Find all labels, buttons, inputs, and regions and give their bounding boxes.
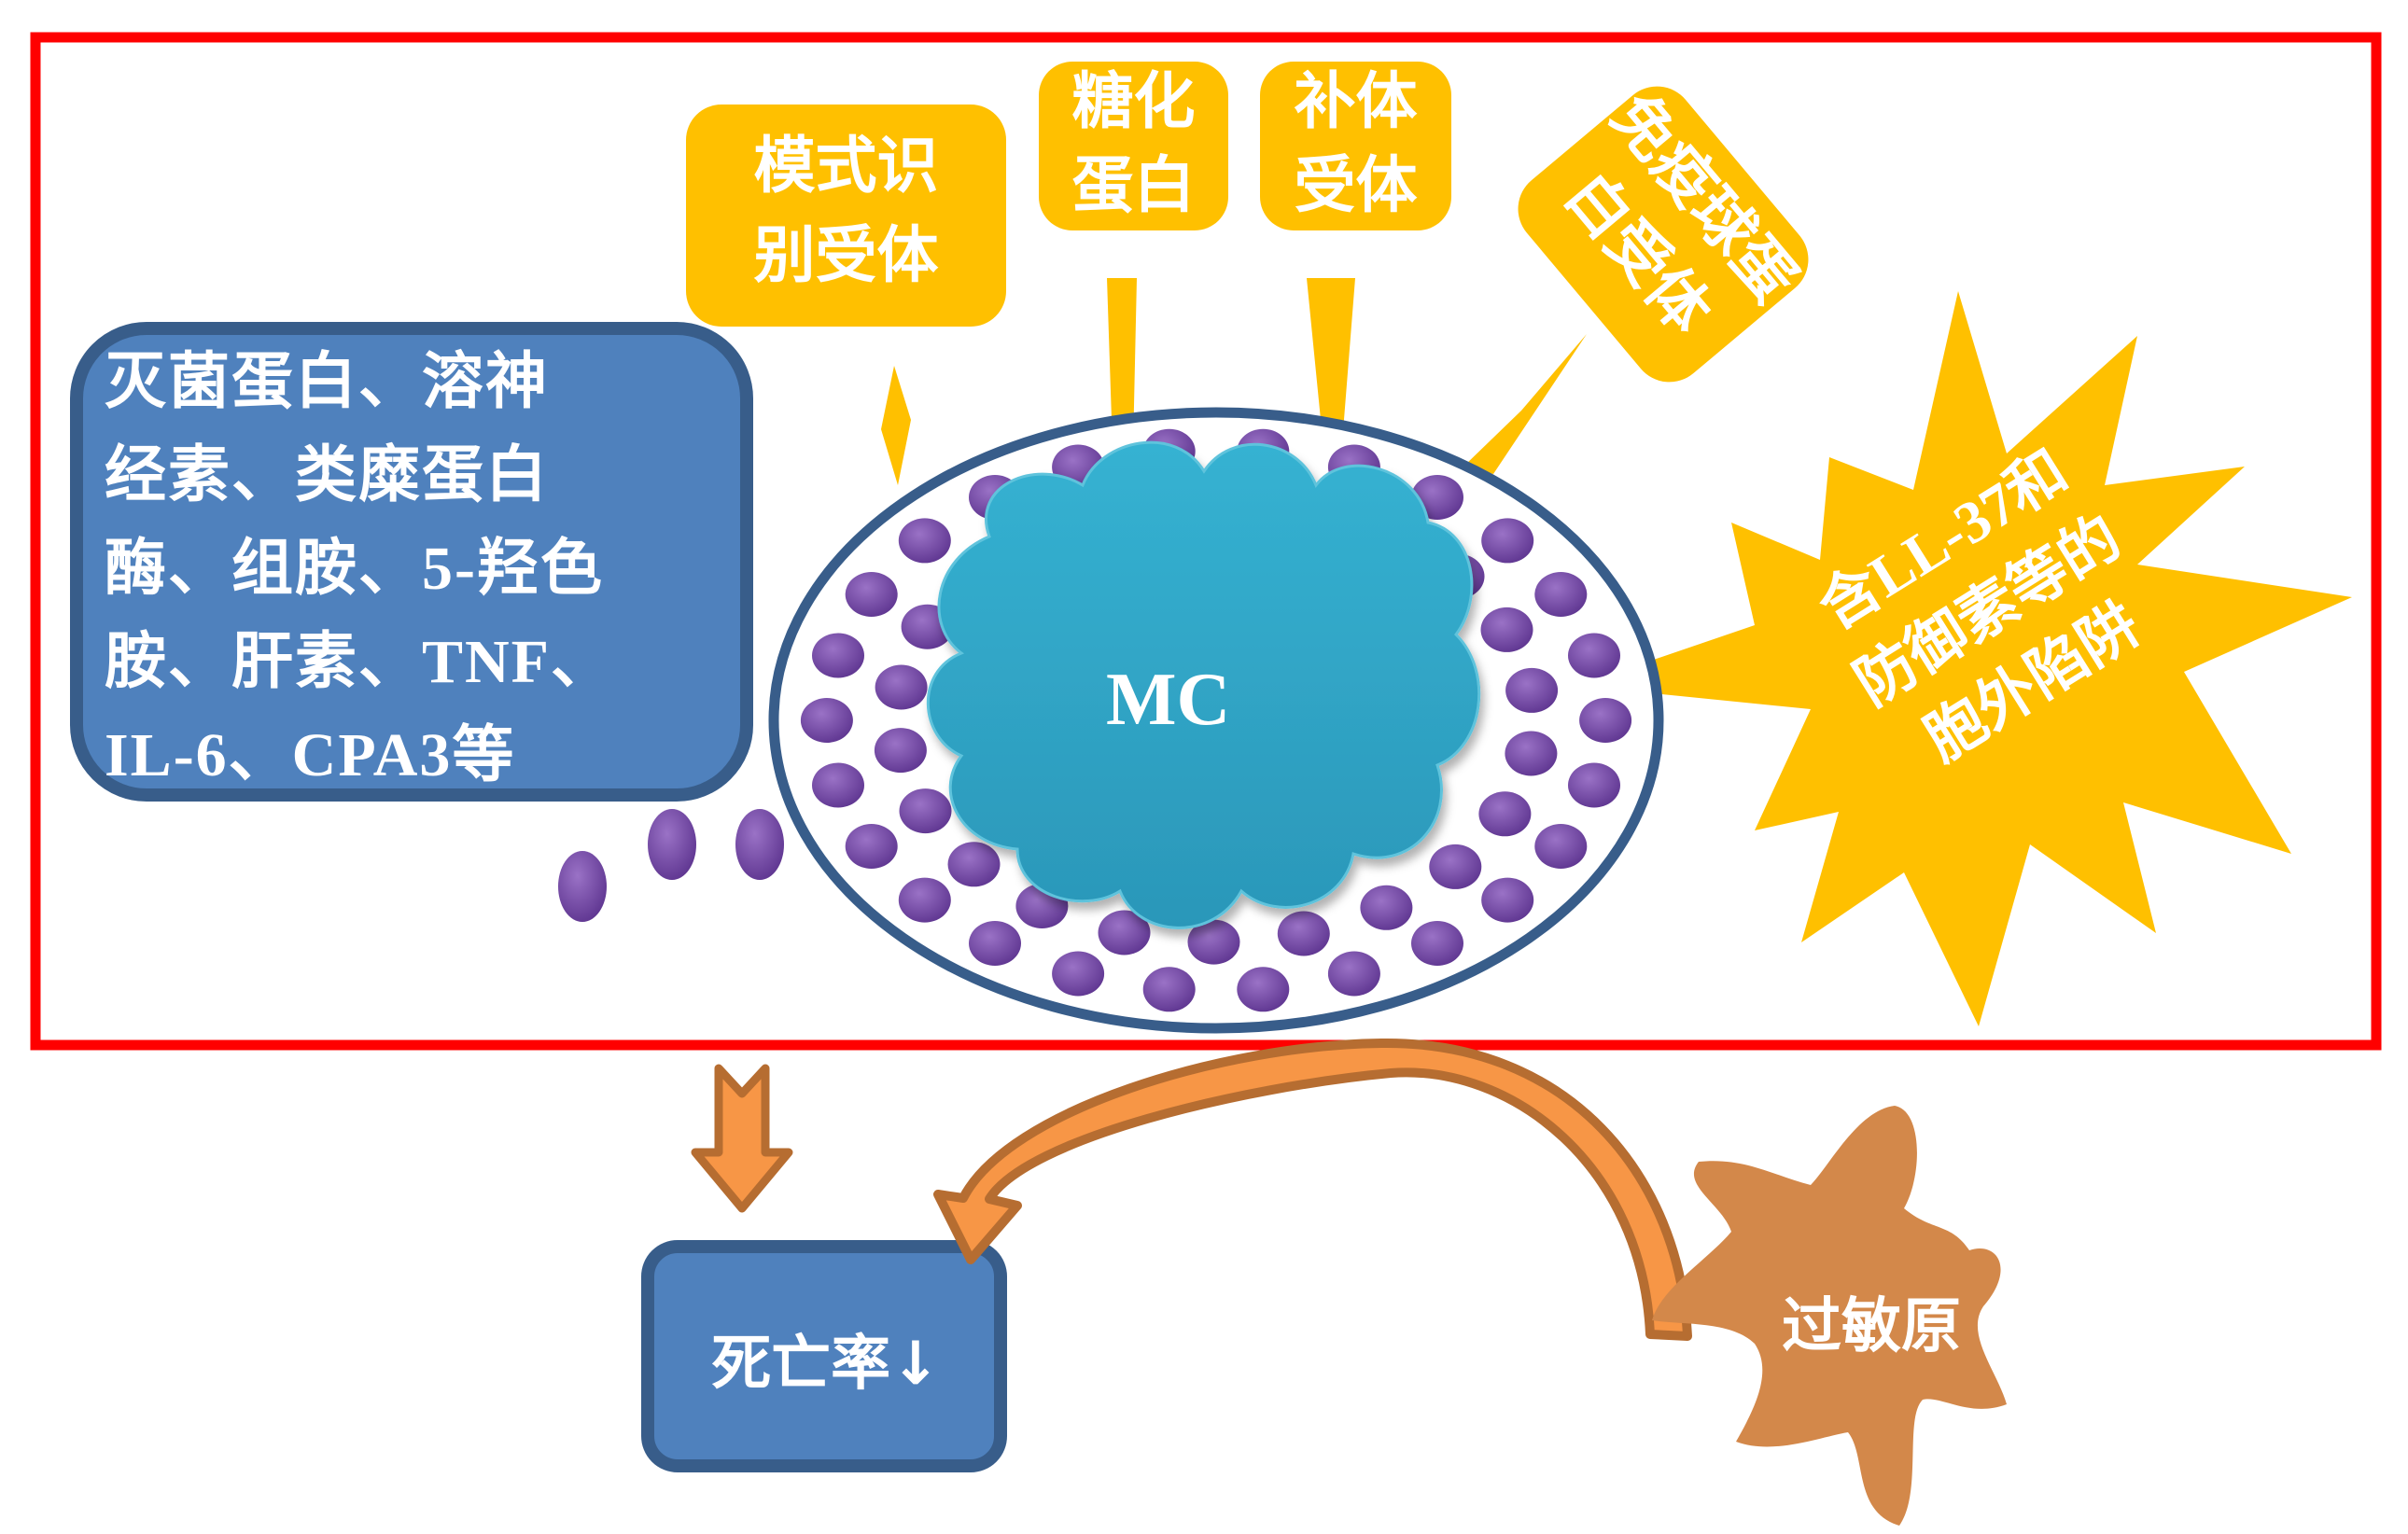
granule (1568, 633, 1620, 678)
receptor-pointer-4 (1463, 334, 1587, 474)
mediators-line: IL-6、CPA3等 (105, 721, 516, 789)
complement-receptor-label: 补体 受体 (1260, 60, 1451, 228)
granule (947, 842, 1001, 887)
granule (1187, 919, 1240, 965)
receptor-pointer-3 (1307, 278, 1355, 467)
granule (1237, 967, 1290, 1012)
label-line: 糖化 (1071, 65, 1196, 137)
granule (875, 664, 928, 710)
label-line: 模式识 (753, 130, 939, 202)
mediators-line: 灭菌蛋白、溶神 (105, 348, 549, 416)
granule (1505, 731, 1558, 776)
immunoglobulin-receptor-box (1518, 86, 1809, 383)
mediators-line: 胺、肝素、TNF、 (105, 628, 614, 696)
label-line: 受体 (1294, 149, 1418, 221)
granule (1534, 572, 1588, 617)
released-granule (735, 809, 784, 880)
granule (1478, 791, 1532, 837)
granule (1360, 885, 1413, 930)
receptor-pointer-1 (881, 366, 911, 485)
mast-cell-label: MC (1106, 659, 1231, 741)
granule (1568, 762, 1620, 808)
granule (812, 633, 864, 678)
highlight-frame (30, 32, 2382, 1051)
label-line: 蛋白 (1071, 149, 1196, 221)
allergen-gear (1652, 1106, 2007, 1526)
granule (1142, 967, 1196, 1012)
pattern-recognition-receptor-box (686, 105, 1006, 327)
receptor-pointer-2 (1107, 278, 1137, 448)
granule (969, 921, 1021, 966)
granule (1505, 667, 1559, 713)
granule (899, 788, 952, 834)
granule (1052, 951, 1105, 997)
mediators-line: 经素、类糜蛋白 (105, 441, 549, 509)
complement-receptor-box (1260, 62, 1451, 230)
granule (800, 698, 853, 743)
released-granule (558, 851, 607, 922)
glycoprotein-label: 糖化 蛋白 (1039, 60, 1228, 228)
granule (1534, 824, 1588, 869)
granule (1579, 698, 1632, 743)
label-line: 补体 (1294, 65, 1418, 137)
nucleus-cloud (926, 440, 1481, 929)
granule (812, 762, 864, 808)
mortality-box (641, 1240, 1007, 1472)
granule (1327, 951, 1380, 997)
mortality-label: 死亡率↓ (711, 1330, 941, 1399)
mediators-text: 灭菌蛋白、溶神 经素、类糜蛋白 酶、组胺、5-羟色 胺、肝素、TNF、 IL-6… (105, 336, 758, 802)
granule (898, 518, 951, 564)
granule (845, 572, 898, 617)
down-arrow (691, 1064, 793, 1213)
curved-arrow (933, 1038, 1692, 1341)
label-line: 别受体 (753, 219, 939, 291)
extracellular-trap-star (1577, 291, 2352, 1026)
granule (1480, 607, 1533, 652)
pattern-recognition-receptor-label: 模式识 别受体 (686, 121, 1006, 300)
mediators-line: 酶、组胺、5-羟色 (105, 535, 604, 603)
granule (1429, 844, 1482, 889)
granule (845, 824, 898, 869)
granule (1481, 518, 1534, 564)
granule (898, 877, 951, 923)
granule (1098, 910, 1151, 955)
glycoprotein-box (1039, 62, 1228, 230)
granule (874, 728, 927, 774)
granule (1481, 877, 1534, 923)
granule (1411, 921, 1463, 966)
granule (1277, 911, 1330, 956)
allergen-label: 过敏原 (1782, 1292, 1961, 1361)
mediators-box (70, 322, 753, 802)
released-granule (648, 809, 696, 880)
